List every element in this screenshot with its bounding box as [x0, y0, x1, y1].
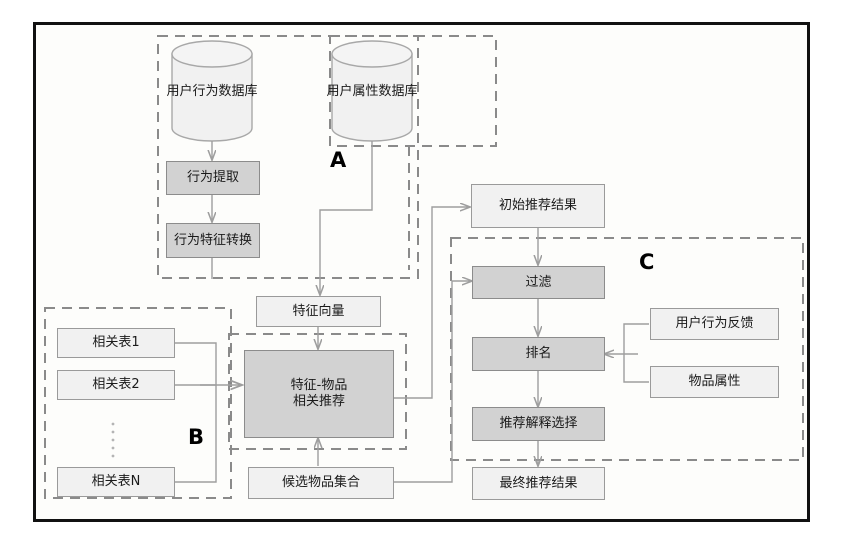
node-final-result[interactable]: 最终推荐结果 — [472, 467, 605, 500]
node-feature-item-recommend[interactable]: 特征-物品 相关推荐 — [244, 350, 394, 438]
node-feature-vector[interactable]: 特征向量 — [256, 296, 381, 327]
node-filter[interactable]: 过滤 — [472, 266, 605, 299]
group-label-b: B — [188, 425, 205, 449]
node-feature-item-recommend-line2: 相关推荐 — [292, 394, 345, 409]
group-label-a: A — [330, 148, 347, 172]
node-item-attribute[interactable]: 物品属性 — [650, 366, 779, 398]
node-related-table-n[interactable]: 相关表N — [57, 467, 175, 497]
node-user-behavior-feedback[interactable]: 用户行为反馈 — [650, 308, 779, 340]
node-related-table-2[interactable]: 相关表2 — [57, 370, 175, 400]
user-attr-db-label: 用户属性数据库 — [326, 83, 418, 99]
diagram-frame — [33, 22, 810, 522]
node-explain-select[interactable]: 推荐解释选择 — [472, 407, 605, 441]
node-initial-result[interactable]: 初始推荐结果 — [471, 184, 605, 228]
node-candidate-item-set[interactable]: 候选物品集合 — [248, 467, 394, 499]
group-label-c: C — [639, 250, 655, 274]
node-ranking[interactable]: 排名 — [472, 337, 605, 371]
user-behavior-db-label: 用户行为数据库 — [166, 83, 258, 99]
node-feature-item-recommend-line1: 特征-物品 — [290, 378, 348, 394]
node-behavior-extract[interactable]: 行为提取 — [166, 161, 260, 195]
node-related-table-1[interactable]: 相关表1 — [57, 328, 175, 358]
node-behavior-feature-transform[interactable]: 行为特征转换 — [166, 223, 260, 258]
